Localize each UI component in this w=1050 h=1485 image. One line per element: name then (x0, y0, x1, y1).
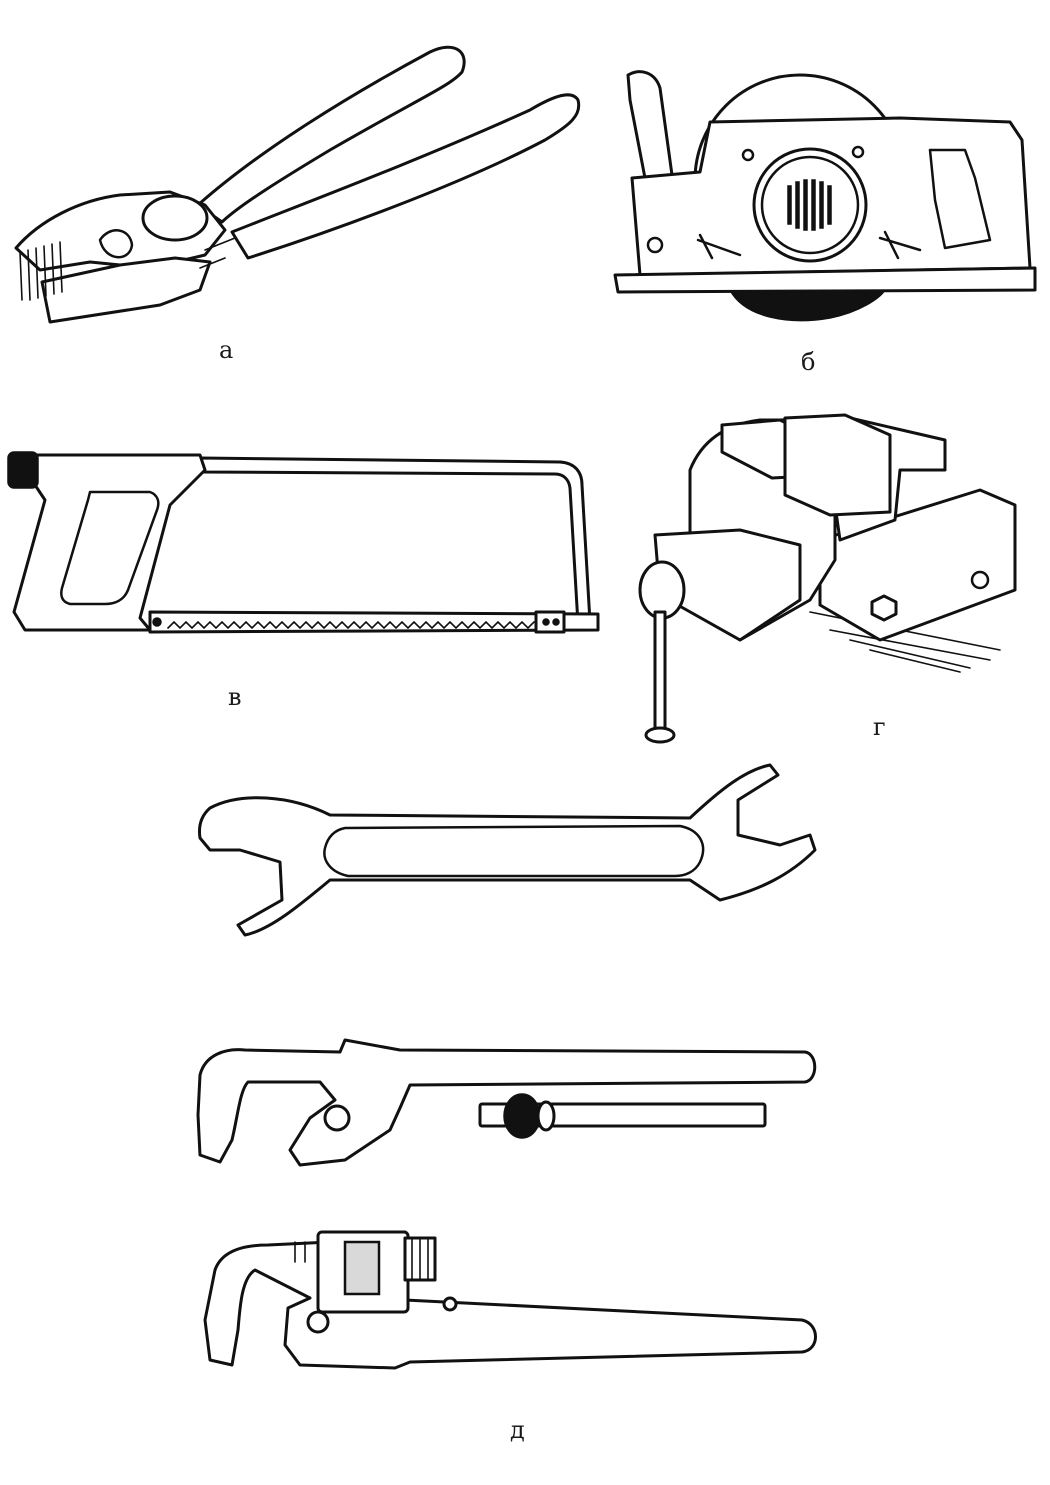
hacksaw-illustration (7, 451, 600, 634)
pipe-wrench-1-illustration (196, 1038, 817, 1167)
label-bench-vise: г (873, 713, 886, 741)
label-wrenches: д (510, 1416, 525, 1444)
open-end-wrench-illustration (198, 763, 817, 937)
label-circular-saw: б (801, 348, 816, 376)
label-pliers: а (219, 336, 234, 364)
pliers-illustration (14, 45, 581, 324)
bench-vise-illustration (638, 413, 1017, 744)
label-hacksaw: в (228, 683, 242, 711)
pipe-wrench-2-illustration (203, 1230, 817, 1370)
circular-saw-illustration (613, 70, 1037, 322)
